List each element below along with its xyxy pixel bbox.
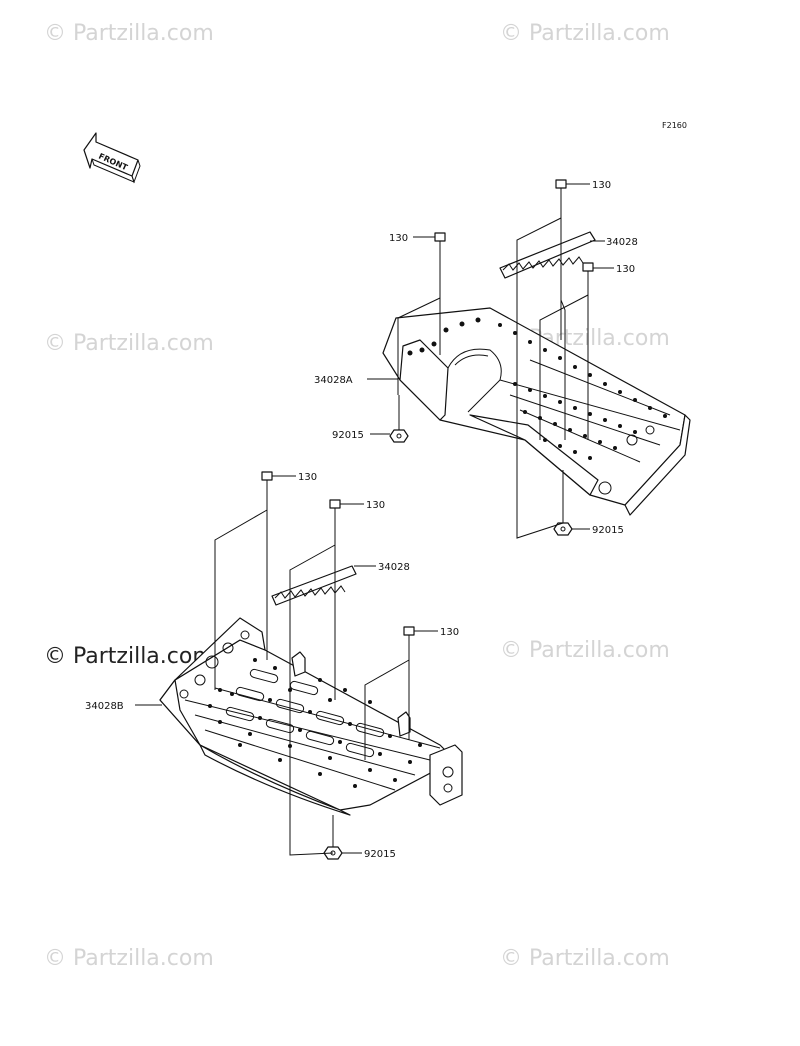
callout-92015: 92015: [364, 849, 396, 860]
bolt-icon: [582, 262, 594, 279]
watermark: © Partzilla.com: [500, 946, 670, 971]
callout-34028b: 34028B: [85, 701, 124, 712]
callout-130: 130: [616, 264, 635, 275]
callout-130: 130: [366, 500, 385, 511]
bolt-icon: [434, 232, 446, 249]
watermark: © Partzilla.com: [44, 331, 214, 356]
callout-34028a: 34028A: [314, 375, 353, 386]
watermark: © Partzilla.com: [44, 946, 214, 971]
callout-130: 130: [389, 233, 408, 244]
bolt-icon: [555, 179, 567, 196]
front-arrow-icon: FRONT: [83, 132, 141, 184]
callout-130: 130: [592, 180, 611, 191]
right-footboard-34028a: [382, 307, 691, 516]
bolt-icon: [261, 471, 273, 488]
callout-130: 130: [298, 472, 317, 483]
callout-34028: 34028: [606, 237, 638, 248]
watermark: © Partzilla.com: [500, 21, 670, 46]
bolt-icon: [403, 626, 415, 643]
callout-92015: 92015: [592, 525, 624, 536]
right-step-pad-34028: [499, 231, 596, 279]
left-step-pad-34028: [271, 565, 357, 606]
callout-130: 130: [440, 627, 459, 638]
nut-icon: [389, 429, 409, 443]
left-footboard-34028b: [159, 617, 463, 816]
watermark: © Partzilla.com: [44, 21, 214, 46]
callout-92015: 92015: [332, 430, 364, 441]
bolt-icon: [329, 499, 341, 516]
nut-icon: [553, 522, 573, 536]
callout-34028: 34028: [378, 562, 410, 573]
diagram-ref: F2160: [662, 121, 687, 130]
watermark: © Partzilla.com: [500, 638, 670, 663]
watermark: © Partzilla.com: [44, 644, 214, 669]
